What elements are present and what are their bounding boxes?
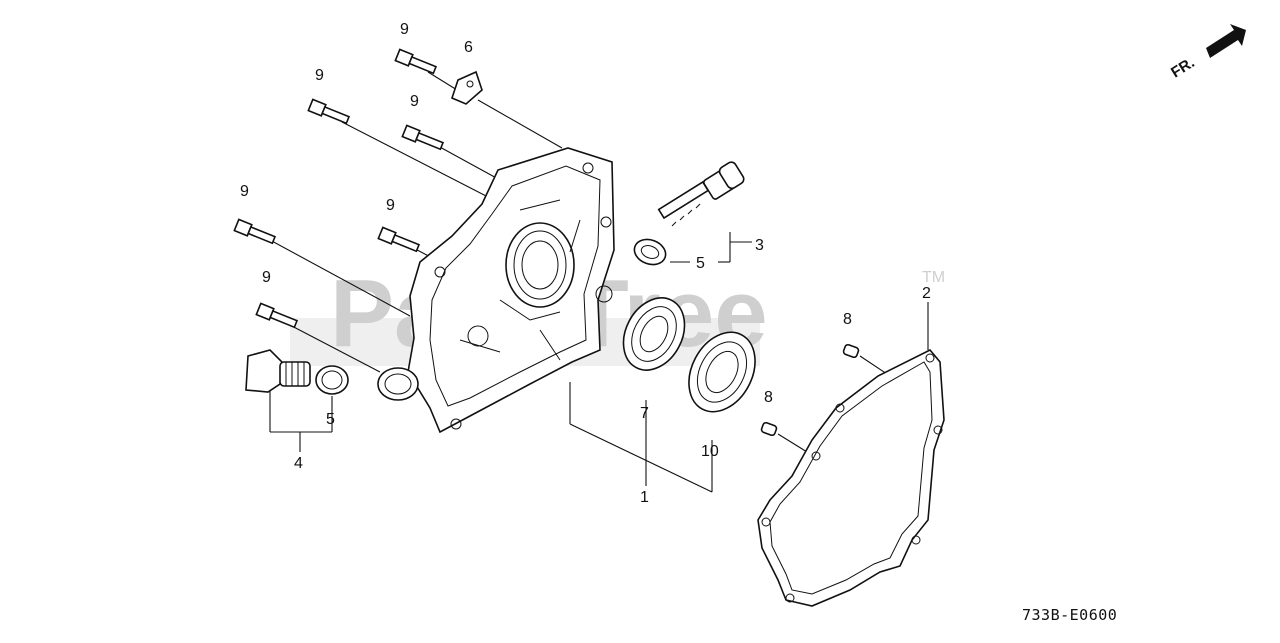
callout-8: 8 <box>764 389 773 406</box>
flange-bolt-3 <box>401 124 445 151</box>
ball-bearing <box>688 331 756 413</box>
flange-bolt-6 <box>255 302 299 329</box>
callout-8: 8 <box>843 311 852 328</box>
flange-bolts <box>233 48 445 329</box>
callout-9: 9 <box>400 21 409 38</box>
callout-9: 9 <box>315 67 324 84</box>
dowel-pin-1 <box>842 343 860 359</box>
callout-6: 6 <box>464 39 473 56</box>
diagram-code: 733B-E0600 <box>1022 606 1117 624</box>
callout-4: 4 <box>294 455 303 472</box>
callout-3: 3 <box>755 237 764 254</box>
callout-10: 10 <box>701 443 719 460</box>
o-ring-dipstick <box>633 238 667 266</box>
flange-bolt-5 <box>377 226 421 253</box>
gasket <box>757 349 945 607</box>
callout-7: 7 <box>640 405 649 422</box>
crankcase-cover <box>377 147 615 434</box>
oil-filler-cap-dipstick <box>657 161 745 227</box>
callout-9: 9 <box>386 197 395 214</box>
bracket <box>451 70 483 105</box>
watermark-trademark: TM <box>922 269 945 286</box>
callout-2: 2 <box>922 285 931 302</box>
callout-labels: 9 6 9 9 9 9 9 3 5 5 4 2 8 8 7 10 1 <box>240 21 931 506</box>
callout-5: 5 <box>696 255 705 272</box>
callout-5: 5 <box>326 411 335 428</box>
dowel-pin-2 <box>760 421 778 437</box>
direction-indicator: FR. <box>1168 24 1246 81</box>
callout-1: 1 <box>640 489 649 506</box>
oil-seal <box>622 297 686 371</box>
arrow-right-icon <box>1206 24 1246 58</box>
flange-bolt-1 <box>394 48 438 75</box>
callout-9: 9 <box>240 183 249 200</box>
callout-9: 9 <box>262 269 271 286</box>
flange-bolt-4 <box>233 218 277 245</box>
direction-label: FR. <box>1168 54 1198 81</box>
o-ring-plug <box>315 365 349 395</box>
oil-filler-plug <box>245 349 311 393</box>
flange-bolt-2 <box>307 98 351 125</box>
callout-9: 9 <box>410 93 419 110</box>
